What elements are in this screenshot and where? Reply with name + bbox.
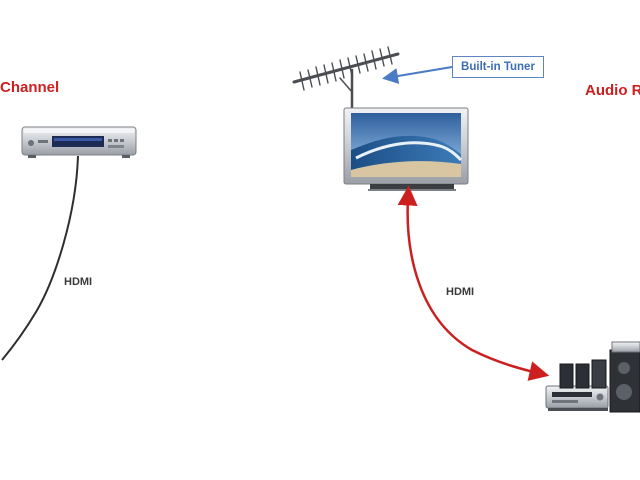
home-theater-receiver-icon xyxy=(545,341,640,413)
hdmi-cable-right xyxy=(397,185,550,381)
hdmi-label-right: HDMI xyxy=(446,286,475,298)
tuner-pointer-arrow xyxy=(382,66,453,84)
tv-antenna-icon xyxy=(292,46,400,112)
right-section-title: Audio R xyxy=(585,82,640,99)
hdmi-cable-left xyxy=(1,155,79,361)
flat-tv-icon xyxy=(343,107,469,191)
built-in-tuner-callout: Built-in Tuner xyxy=(452,56,544,78)
dvd-player-icon xyxy=(21,126,137,158)
left-section-title: Channel xyxy=(0,79,60,96)
hdmi-label-left: HDMI xyxy=(64,276,93,288)
